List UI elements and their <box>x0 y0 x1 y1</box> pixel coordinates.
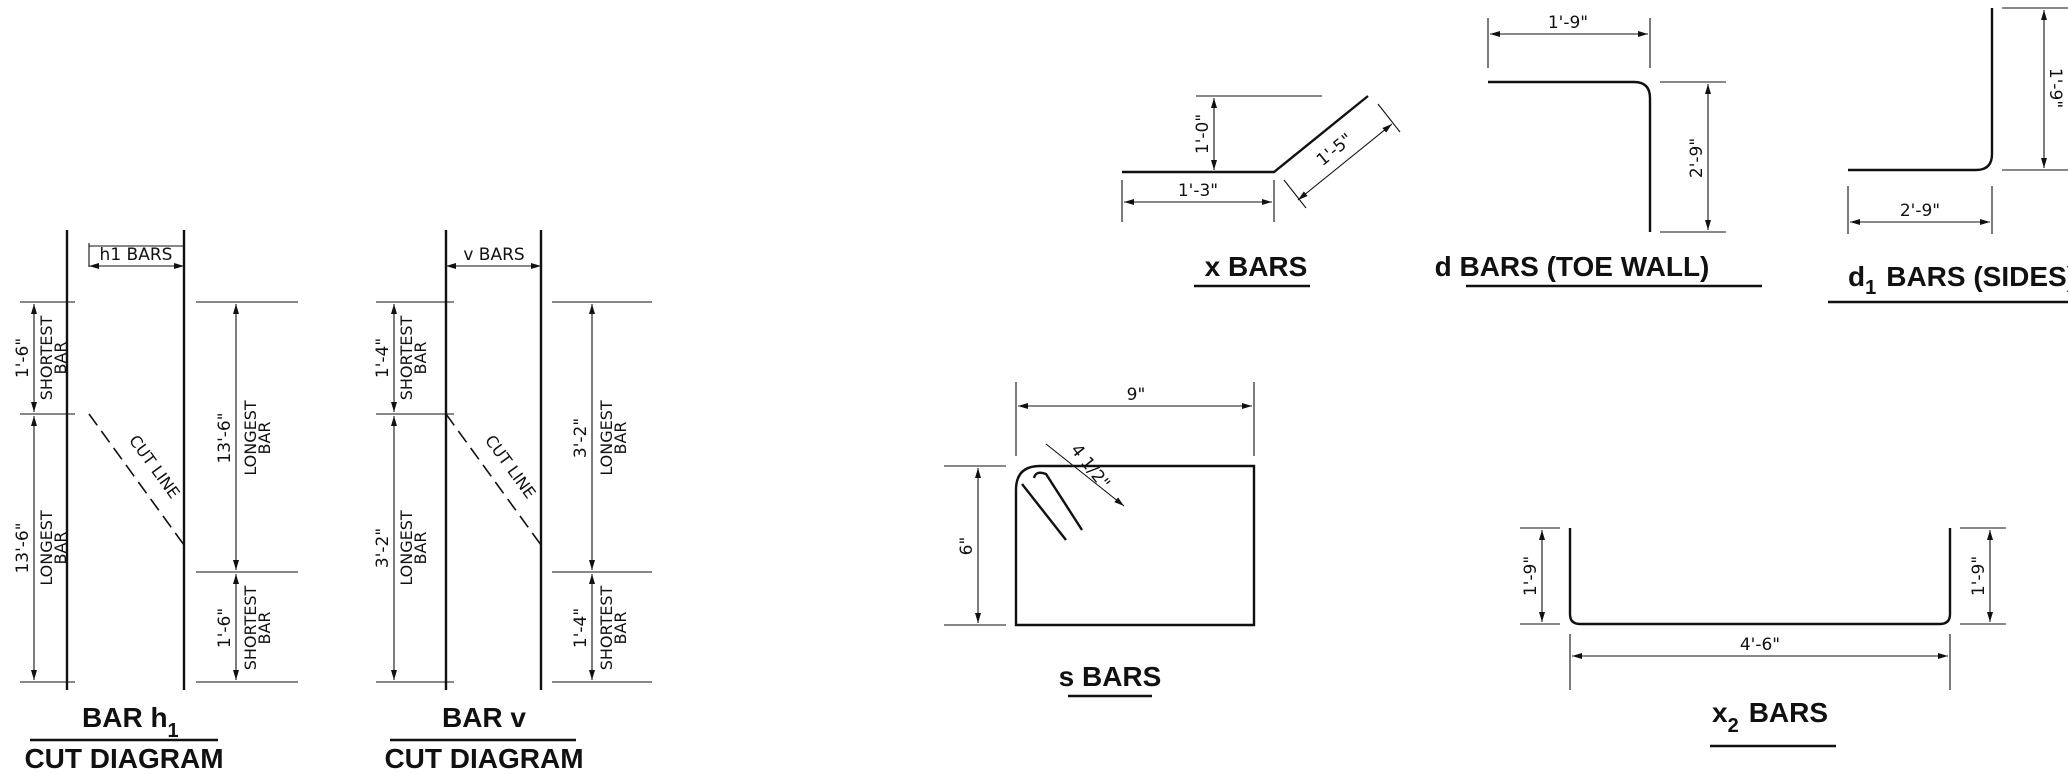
s-hook-inner <box>1032 471 1084 531</box>
d1-bottom-text: 2'-9" <box>1900 201 1940 221</box>
s-hook-dim <box>1045 443 1125 507</box>
x-run-text: 1'-3" <box>1178 181 1218 201</box>
v-caption: CUT DIAGRAM <box>384 743 583 774</box>
svg-text:BAR: BAR <box>411 531 430 564</box>
x2-right-text: 1'-9" <box>1969 556 1989 596</box>
s-width-text: 9" <box>1127 385 1146 405</box>
svg-text:SHORTEST: SHORTEST <box>397 316 416 401</box>
v-cut-line <box>445 413 542 546</box>
svg-text:LONGEST: LONGEST <box>597 400 616 476</box>
h1-longest-left-text: 13'-6" <box>13 522 33 573</box>
x-bars-title: x BARS <box>1205 251 1308 282</box>
d-bars-detail: 1'-9" 2'-9" d BARS (TOE WALL) <box>1435 13 1762 288</box>
v-title: BAR v <box>442 702 526 733</box>
x-slope-dim <box>1297 123 1393 201</box>
x-bars-detail: 1'-0" 1'-3" 1'-5" x BARS <box>1121 95 1401 288</box>
v-shortest-left-text: 1'-4" <box>373 338 393 378</box>
v-cut-line-label: CUT LINE <box>481 431 540 502</box>
svg-text:BAR: BAR <box>255 611 274 644</box>
svg-text:SHORTEST: SHORTEST <box>597 586 616 671</box>
s-bars-title: s BARS <box>1059 661 1162 692</box>
h1-cut-diagram: h1 BARS 1'-6" SHORTEST BAR 13'-6" LONGES… <box>13 230 298 774</box>
svg-text:LONGEST: LONGEST <box>241 400 260 476</box>
d1-side-text: 1'-9" <box>2045 68 2065 108</box>
svg-text:LONGEST: LONGEST <box>397 510 416 586</box>
svg-text:BAR: BAR <box>255 421 274 454</box>
h1-header-text: h1 BARS <box>100 245 173 265</box>
svg-text:BAR: BAR <box>411 341 430 374</box>
svg-text:LONGEST: LONGEST <box>37 510 56 586</box>
h1-cut-line-label: CUT LINE <box>125 431 184 502</box>
h1-right-longest-text: 13'-6" <box>215 412 235 463</box>
x2-bottom-text: 4'-6" <box>1740 635 1780 655</box>
s-hook-outer <box>1021 483 1067 541</box>
v-cut-diagram: v BARS 1'-4" SHORTEST BAR 3'-2" LONGEST … <box>373 230 652 774</box>
svg-text:BAR: BAR <box>611 421 630 454</box>
x-bar-shape <box>1122 95 1369 174</box>
x-rise-text: 1'-0" <box>1193 114 1213 154</box>
d-side-text: 2'-9" <box>1687 138 1707 178</box>
v-header-text: v BARS <box>463 245 524 265</box>
h1-right-shortest-text: 1'-6" <box>215 608 235 648</box>
d-bars-title: d BARS (TOE WALL) <box>1435 251 1710 282</box>
svg-text:BAR: BAR <box>51 531 70 564</box>
s-height-text: 6" <box>957 537 977 556</box>
svg-text:BAR: BAR <box>51 341 70 374</box>
h1-caption: CUT DIAGRAM <box>24 743 223 774</box>
d-top-text: 1'-9" <box>1548 13 1588 33</box>
d1-bar-shape <box>1848 8 1994 172</box>
v-right-shortest-text: 1'-4" <box>571 608 591 648</box>
svg-text:SHORTEST: SHORTEST <box>37 316 56 401</box>
d-bar-shape <box>1488 80 1652 232</box>
h1-title: BAR h1 <box>82 702 179 742</box>
v-longest-left-text: 3'-2" <box>373 528 393 568</box>
svg-text:BAR: BAR <box>611 611 630 644</box>
x2-bar-shape <box>1568 528 1952 626</box>
s-bars-detail: 9" 6" 4 1/2" s BARS <box>944 382 1256 698</box>
s-bar-shape <box>1014 464 1256 627</box>
h1-cut-line <box>88 413 185 546</box>
svg-text:SHORTEST: SHORTEST <box>241 586 260 671</box>
x2-left-text: 1'-9" <box>1521 556 1541 596</box>
v-right-longest-text: 3'-2" <box>571 418 591 458</box>
h1-shortest-left-text: 1'-6" <box>13 338 33 378</box>
